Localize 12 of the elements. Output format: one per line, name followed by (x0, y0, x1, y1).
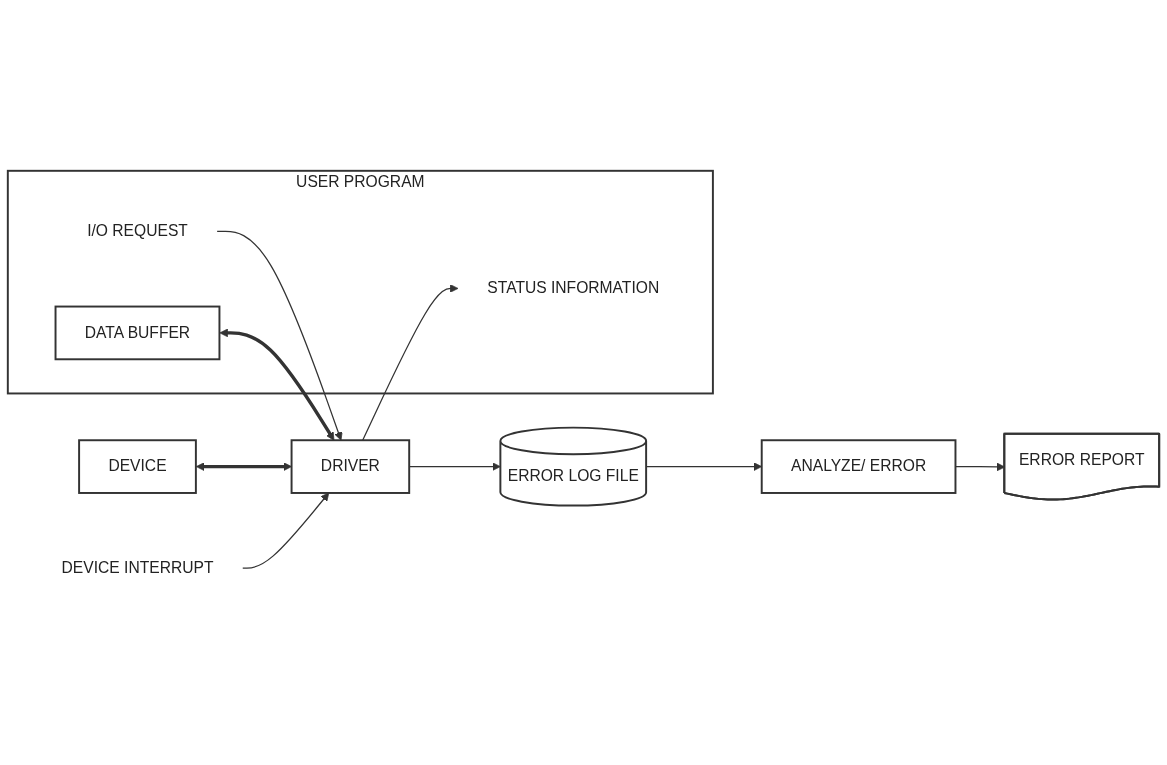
arrow (216, 230, 343, 441)
arrow (195, 462, 292, 471)
node-box: DRIVER (290, 439, 411, 494)
node-text: DEVICE INTERRUPT (61, 559, 214, 576)
node-box: ANALYZE/ ERROR (760, 439, 957, 494)
arrow (219, 328, 335, 441)
node-text: STATUS INFORMATION (487, 279, 660, 297)
node-text: I/O REQUEST (87, 222, 188, 239)
arrow (242, 492, 330, 569)
node-box: DEVICE (78, 439, 197, 494)
arrow (362, 283, 459, 441)
node-box: DATA BUFFER (54, 305, 221, 361)
